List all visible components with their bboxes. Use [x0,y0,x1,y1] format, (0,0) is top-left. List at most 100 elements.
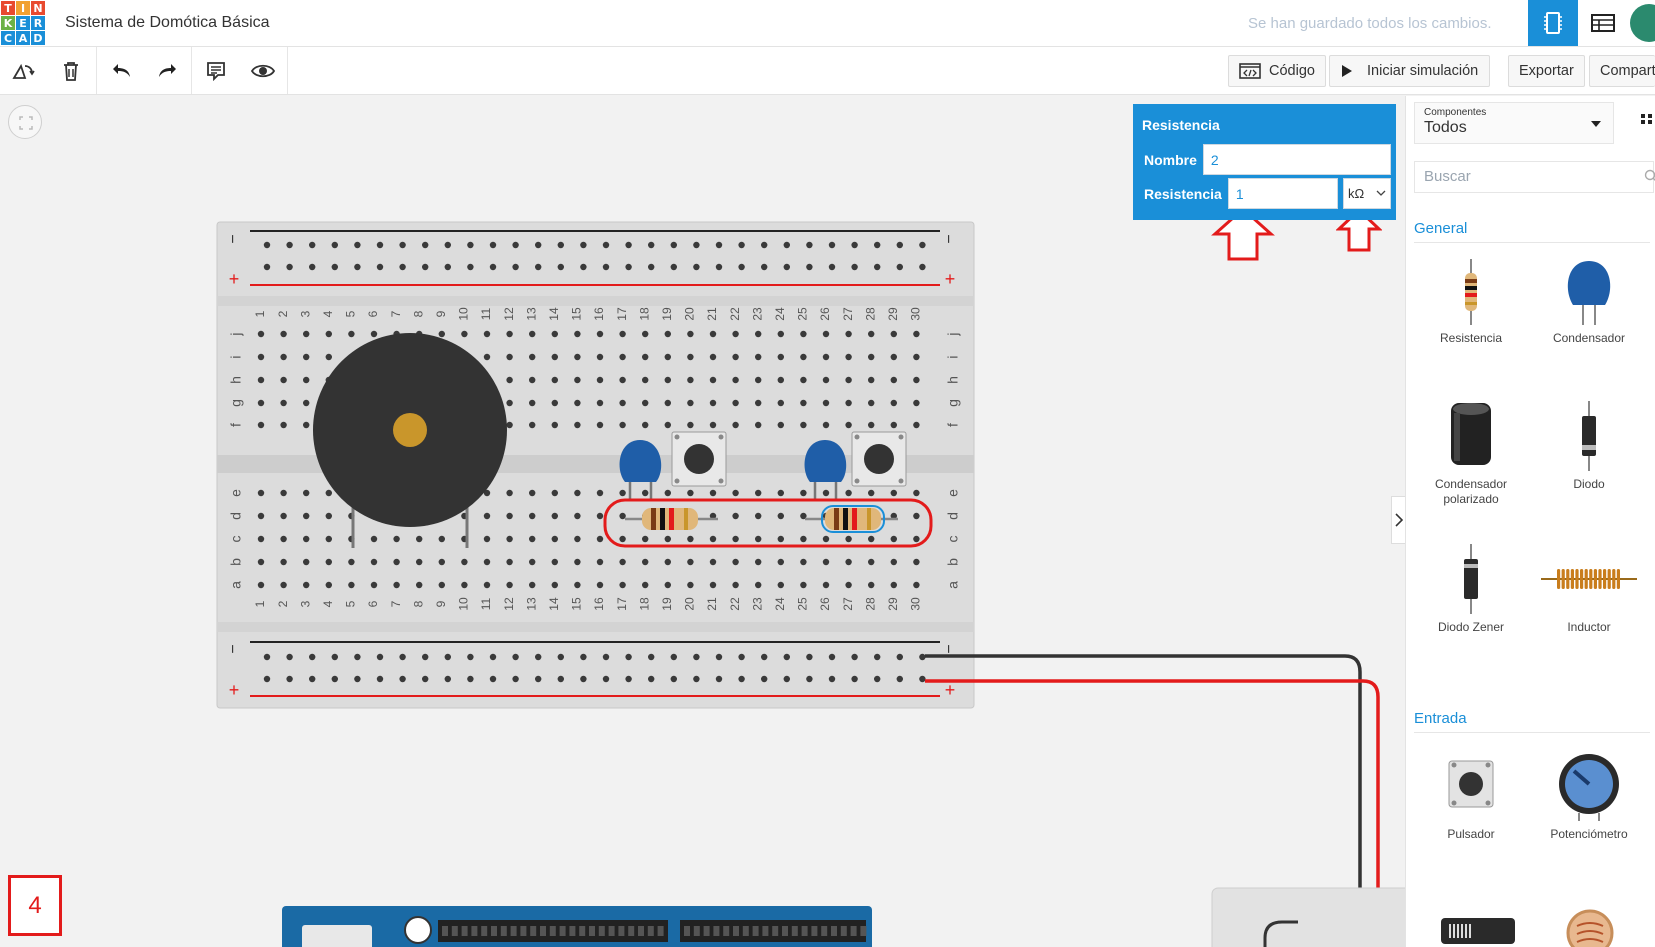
breadboard-hole[interactable] [489,675,497,683]
breadboard-hole[interactable] [619,512,626,520]
breadboard-hole[interactable] [828,241,836,249]
breadboard-hole[interactable] [331,675,338,683]
breadboard-hole[interactable] [755,421,762,429]
breadboard-hole[interactable] [664,399,671,407]
breadboard-hole[interactable] [664,353,671,361]
breadboard-hole[interactable] [529,399,536,407]
breadboard-hole[interactable] [376,675,384,683]
breadboard-hole[interactable] [574,512,581,520]
breadboard-hole[interactable] [845,535,852,543]
breadboard-hole[interactable] [483,558,491,566]
breadboard-hole[interactable] [354,675,361,683]
breadboard-hole[interactable] [596,581,604,589]
breadboard-hole[interactable] [783,241,790,249]
breadboard-hole[interactable] [732,535,739,543]
breadboard-hole[interactable] [467,653,474,661]
breadboard-hole[interactable] [399,653,406,661]
breadboard-hole[interactable] [913,353,920,361]
breadboard-hole[interactable] [348,330,355,338]
breadboard-hole[interactable] [303,512,310,520]
component-search-input[interactable]: Buscar [1414,161,1654,193]
breadboard-hole[interactable] [732,399,739,407]
ceramic-capacitor-1[interactable] [619,440,662,482]
breadboard-hole[interactable] [416,581,423,589]
breadboard-hole[interactable] [506,535,513,543]
breadboard-hole[interactable] [913,421,920,429]
breadboard-hole[interactable] [874,653,881,661]
breadboard-hole[interactable] [303,330,310,338]
breadboard-hole[interactable] [822,330,830,338]
breadboard-hole[interactable] [506,581,513,589]
breadboard-hole[interactable] [868,421,875,429]
breadboard-hole[interactable] [913,330,920,338]
breadboard-hole[interactable] [732,330,739,338]
breadboard-hole[interactable] [868,535,875,543]
component-potentiometer[interactable]: Potenciómetro [1530,751,1648,842]
breadboard-hole[interactable] [664,489,671,497]
breadboard-hole[interactable] [783,653,790,661]
breadboard-hole[interactable] [483,535,491,543]
breadboard-hole[interactable] [777,330,784,338]
breadboard-hole[interactable] [919,241,926,249]
breadboard-hole[interactable] [263,241,271,249]
breadboard-hole[interactable] [512,675,519,683]
breadboard-hole[interactable] [444,241,451,249]
schematic-view-button[interactable] [1578,0,1628,46]
breadboard-hole[interactable] [800,399,807,407]
breadboard-hole[interactable] [664,421,671,429]
breadboard-hole[interactable] [890,581,897,589]
breadboard-hole[interactable] [422,653,429,661]
breadboard-hole[interactable] [354,263,361,271]
breadboard-hole[interactable] [393,535,400,543]
undo-button[interactable] [99,47,145,94]
breadboard-hole[interactable] [596,512,604,520]
breadboard-hole[interactable] [263,675,271,683]
breadboard-hole[interactable] [664,535,671,543]
breadboard-hole[interactable] [851,675,858,683]
breadboard-hole[interactable] [732,558,739,566]
breadboard-hole[interactable] [806,263,813,271]
breadboard-hole[interactable] [709,535,717,543]
breadboard-hole[interactable] [648,653,655,661]
breadboard-hole[interactable] [325,489,332,497]
breadboard-hole[interactable] [800,558,807,566]
breadboard-hole[interactable] [845,399,852,407]
breadboard-hole[interactable] [642,489,649,497]
breadboard-hole[interactable] [438,330,445,338]
breadboard-hole[interactable] [822,421,830,429]
breadboard-hole[interactable] [822,353,830,361]
breadboard-hole[interactable] [376,653,384,661]
breadboard-hole[interactable] [257,512,265,520]
breadboard-hole[interactable] [800,376,807,384]
breadboard-hole[interactable] [890,421,897,429]
resistance-value-field[interactable]: 1 [1227,178,1338,209]
breadboard-hole[interactable] [580,241,587,249]
breadboard-hole[interactable] [851,241,858,249]
component-slide-switch[interactable] [1441,918,1515,944]
breadboard-hole[interactable] [670,263,677,271]
breadboard-hole[interactable] [309,263,316,271]
breadboard-hole[interactable] [512,241,519,249]
breadboard-hole[interactable] [913,558,920,566]
breadboard-hole[interactable] [761,263,768,271]
breadboard-hole[interactable] [596,421,604,429]
breadboard-hole[interactable] [822,376,830,384]
breadboard-hole[interactable] [761,675,768,683]
breadboard-hole[interactable] [483,489,491,497]
breadboard-hole[interactable] [286,241,293,249]
breadboard-hole[interactable] [822,581,830,589]
breadboard-hole[interactable] [438,535,445,543]
breadboard-hole[interactable] [625,675,632,683]
breadboard-hole[interactable] [444,653,451,661]
breadboard-hole[interactable] [257,558,265,566]
breadboard-hole[interactable] [461,558,468,566]
breadboard-hole[interactable] [777,535,784,543]
search-icon[interactable] [1644,169,1655,183]
breadboard-hole[interactable] [257,399,265,407]
breadboard-hole[interactable] [551,353,558,361]
breadboard-hole[interactable] [461,581,468,589]
breadboard-hole[interactable] [286,653,293,661]
breadboard-hole[interactable] [257,376,265,384]
breadboard-hole[interactable] [489,241,497,249]
